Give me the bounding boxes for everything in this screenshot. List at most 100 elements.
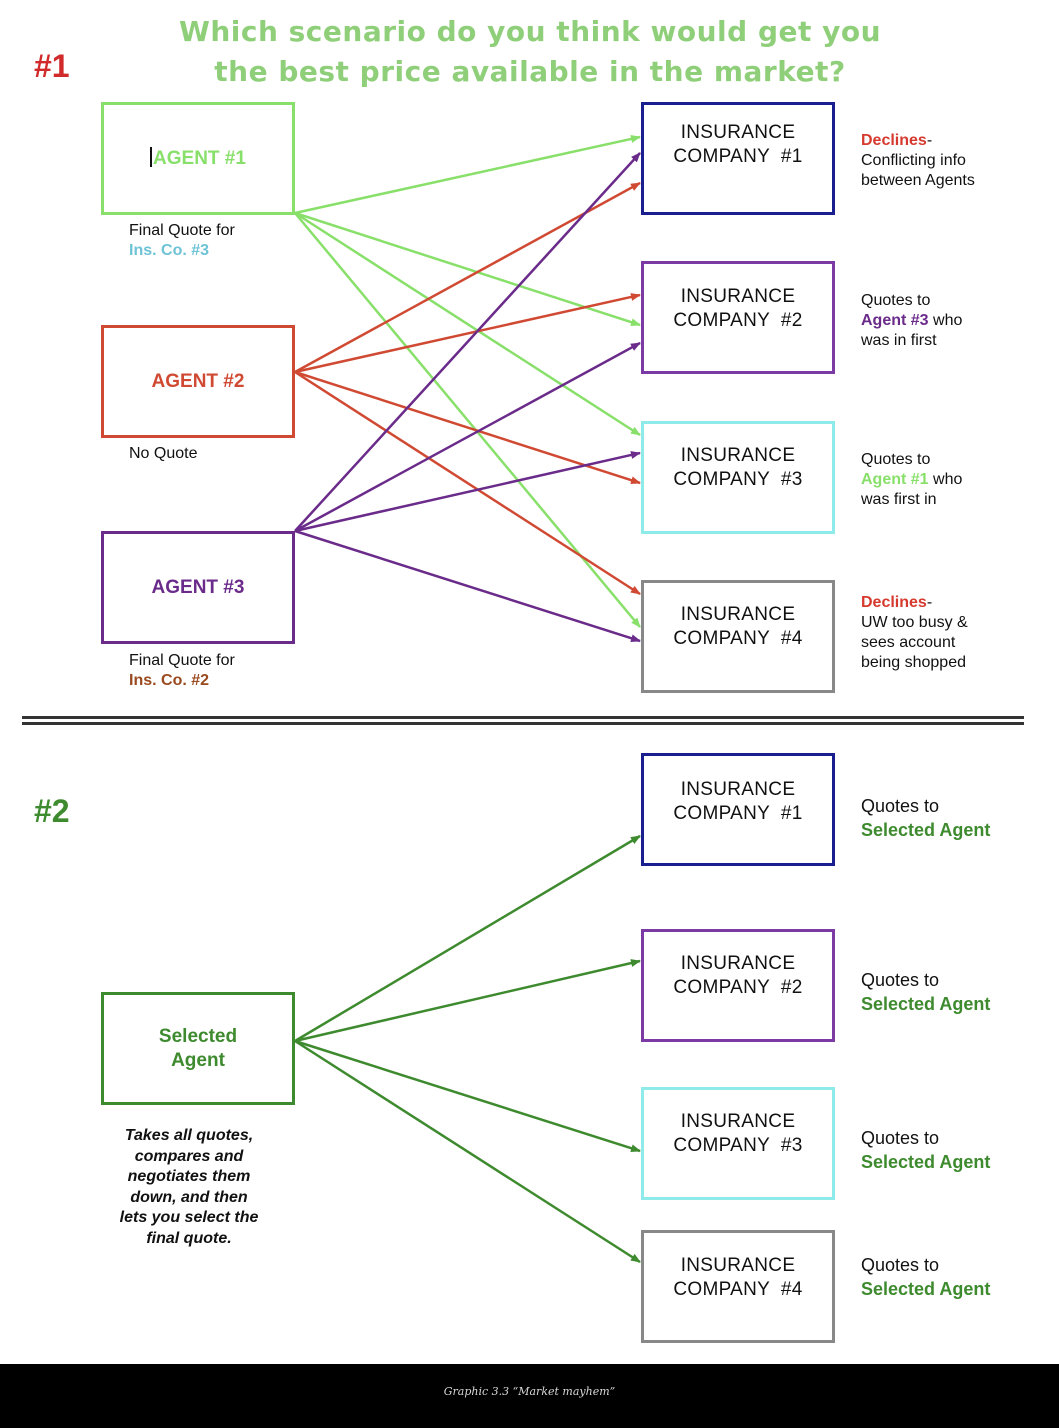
s2-company-3-line2: COMPANY #3 [673,1135,803,1156]
agent-3-label: AGENT #3 [151,576,245,598]
arrow-agent1-to-company4 [294,212,641,628]
s2-company-1-box: INSURANCE COMPANY #1 [641,753,835,866]
s1-outcome-4-dash: - [926,594,933,611]
arrow-agent3-to-company4 [294,529,641,643]
s1-company-4-line1: INSURANCE [680,604,796,625]
agent-3-box: AGENT #3 [101,531,295,644]
agent-3-note: Final Quote for Ins. Co. #2 [129,651,235,691]
agent-2-note-line1: No Quote [129,445,198,462]
selected-agent-line2: Agent [171,1049,225,1071]
s1-outcome-1: Declines- Conflicting info between Agent… [861,131,975,191]
selected-agent-note-line4: down, and then [130,1188,248,1206]
arrow-agent2-to-company4 [294,370,641,596]
s2-outcome-3: Quotes to Selected Agent [861,1126,990,1174]
s1-outcome-4-highlight: Declines [861,594,927,611]
s1-outcome-4: Declines- UW too busy & sees account bei… [861,593,968,673]
s1-outcome-2: Quotes to Agent #3 who was in first [861,291,962,351]
s2-outcome-4-line2: Selected Agent [861,1279,991,1299]
s1-outcome-2-highlight: Agent #3 [861,312,929,329]
s1-company-2-box: INSURANCE COMPANY #2 [641,261,835,374]
arrow-agent3-to-company3 [294,451,641,533]
s2-company-2-box: INSURANCE COMPANY #2 [641,929,835,1042]
arrow-agent3-to-company2 [294,341,641,533]
arrow-selected-to-company3 [294,1039,641,1153]
page-title: Which scenario do you think would get yo… [130,12,930,92]
s1-outcome-3: Quotes to Agent #1 who was first in [861,450,962,510]
agent-3-note-line1: Final Quote for [129,652,235,669]
arrow-agent1-to-company2 [294,211,641,327]
s2-company-4-box: INSURANCE COMPANY #4 [641,1230,835,1343]
s1-company-2-line1: INSURANCE [680,286,796,307]
s1-outcome-2-rest: who [928,312,963,329]
scenario-1-label: #1 [34,48,70,84]
s2-outcome-4-line1: Quotes to [861,1255,940,1275]
s1-outcome-1-line3: between Agents [861,172,975,189]
title-line-2: the best price available in the market? [214,55,846,88]
s1-outcome-2-line3: was in first [861,332,937,349]
s1-company-1-line1: INSURANCE [680,122,796,143]
s2-outcome-2-line2: Selected Agent [861,994,991,1014]
s1-company-3-line2: COMPANY #3 [673,469,803,490]
s1-outcome-1-dash: - [926,132,933,149]
s2-company-1-line1: INSURANCE [680,779,796,800]
arrow-agent2-to-company3 [294,370,641,485]
s1-outcome-3-line1: Quotes to [861,451,931,468]
arrow-agent2-to-company2 [294,293,641,374]
agent-1-label: AGENT #1 [153,147,246,169]
s1-company-3-box: INSURANCE COMPANY #3 [641,421,835,534]
caption-bar [0,1364,1059,1428]
s1-outcome-1-line2: Conflicting info [861,152,966,169]
s1-outcome-3-highlight: Agent #1 [861,471,929,488]
s2-outcome-1-line1: Quotes to [861,796,940,816]
arrow-agent3-to-company1 [294,152,641,532]
s1-outcome-1-highlight: Declines [861,132,927,149]
s1-outcome-2-line1: Quotes to [861,292,931,309]
s1-company-2-line2: COMPANY #2 [673,310,803,331]
s2-outcome-2: Quotes to Selected Agent [861,968,990,1016]
s2-company-3-line1: INSURANCE [680,1111,796,1132]
selected-agent-note-line6: final quote. [146,1229,232,1247]
section-divider-top [22,716,1024,719]
section-divider-bottom [22,722,1024,725]
arrow-agent1-to-company1 [294,135,641,215]
agent-1-note-line2: Ins. Co. #3 [129,242,210,259]
selected-agent-note-line1: Takes all quotes, [124,1127,254,1144]
scenario-2-label: #2 [34,793,70,829]
s1-outcome-4-line2: UW too busy & [861,614,968,631]
selected-agent-note-line5: lets you select the [119,1209,259,1226]
s2-company-4-line2: COMPANY #4 [673,1279,803,1300]
s2-company-4-line1: INSURANCE [680,1255,796,1276]
agent-1-box: AGENT #1 [101,102,295,215]
text-cursor-icon [150,146,153,167]
s2-outcome-2-line1: Quotes to [861,970,940,990]
s2-company-3-box: INSURANCE COMPANY #3 [641,1087,835,1200]
arrow-selected-to-company2 [294,959,641,1043]
s2-outcome-1: Quotes to Selected Agent [861,794,990,842]
selected-agent-box: Selected Agent [101,992,295,1105]
s2-company-1-line2: COMPANY #1 [673,803,803,824]
selected-agent-note-line3: negotiates them [127,1168,251,1185]
arrow-selected-to-company4 [294,1039,641,1264]
agent-1-note-line1: Final Quote for [129,222,235,239]
arrow-agent1-to-company3 [294,211,641,437]
s2-company-2-line1: INSURANCE [680,953,796,974]
s1-company-3-line1: INSURANCE [680,445,796,466]
s2-outcome-3-line2: Selected Agent [861,1152,991,1172]
agent-2-label: AGENT #2 [151,370,245,392]
s2-outcome-3-line1: Quotes to [861,1128,940,1148]
s1-outcome-4-line3: sees account [861,634,956,651]
agent-3-note-line2: Ins. Co. #2 [129,672,210,689]
s1-outcome-3-rest: who [928,471,963,488]
agent-2-note: No Quote [129,444,197,464]
selected-agent-line1: Selected [158,1025,238,1047]
agent-2-box: AGENT #2 [101,325,295,438]
figure-caption: Graphic 3.3 “Market mayhem” [443,1385,616,1398]
selected-agent-note: Takes all quotes, compares and negotiate… [100,1126,278,1249]
s1-outcome-4-line4: being shopped [861,654,966,671]
arrow-selected-to-company1 [294,834,641,1043]
s1-outcome-3-line3: was first in [861,491,937,508]
s2-company-2-line2: COMPANY #2 [673,977,803,998]
